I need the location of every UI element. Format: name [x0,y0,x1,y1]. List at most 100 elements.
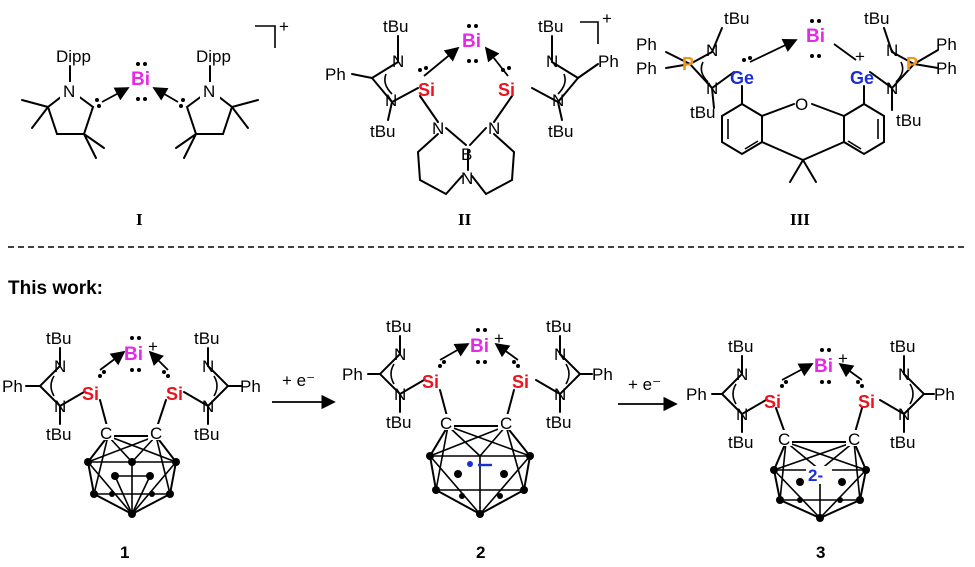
atom-n: N [461,169,473,188]
label-dipp: Dipp [196,47,231,66]
charge-plus-I: + [279,17,289,36]
label-tbu: tBu [728,337,754,356]
atom-si: Si [422,372,439,392]
label-ph: Ph [936,59,957,78]
reagent-electron-1: + e⁻ [282,371,315,390]
label-tbu: tBu [890,337,916,356]
atom-n: N [554,385,566,404]
label-tbu: tBu [690,103,716,122]
atom-c: C [778,430,790,449]
reaction-arrow-2: + e⁻ [618,375,678,412]
atom-n: N [898,405,910,424]
label-ph: Ph [342,365,363,384]
label-tbu: tBu [386,413,412,432]
atom-n: N [202,397,214,416]
compound-1: C C tBu tBu tBu tBu Ph Ph N N N N Si Si … [2,329,261,562]
atom-c: C [150,424,162,443]
compound-III: tBu tBu tBu tBu Ph Ph Ph Ph P P N N N N … [636,9,957,229]
atom-ge: Ge [730,68,754,88]
label-ph: Ph [240,377,261,396]
compound-label-II: II [458,210,472,229]
label-tbu: tBu [46,425,72,444]
atom-n: N [736,405,748,424]
atom-n: N [385,91,397,110]
compound-II: + tBu tBu tBu tBu Ph Ph N N N N Si Si N … [325,9,619,229]
atom-n: N [54,357,66,376]
charge-plus-III: + [855,47,865,66]
label-tbu: tBu [896,111,922,130]
atom-bi: Bi [131,69,150,90]
label-tbu: tBu [546,317,572,336]
label-tbu: tBu [864,9,890,28]
atom-n: N [886,79,898,98]
atom-bi: Bi [814,356,833,377]
label-ph: Ph [636,59,657,78]
atom-n: N [706,41,718,60]
reaction-arrow-1: + e⁻ [272,371,336,410]
atom-n: N [63,82,75,101]
label-tbu: tBu [548,122,574,141]
atom-n: N [488,119,500,138]
compound-label-3: 3 [816,543,825,562]
compound-label-III: III [790,210,810,229]
atom-n: N [54,397,66,416]
atom-bi: Bi [470,336,489,357]
atom-c: C [500,414,512,433]
atom-n: N [394,345,406,364]
atom-n: N [203,82,215,101]
atom-n: N [546,52,558,71]
atom-n: N [886,41,898,60]
label-tbu: tBu [46,329,72,348]
label-tbu: tBu [890,433,916,452]
atom-n: N [706,79,718,98]
atom-c: C [100,424,112,443]
label-tbu: tBu [383,17,409,36]
atom-b: B [461,145,472,164]
label-ph: Ph [592,365,613,384]
label-dipp: Dipp [56,47,91,66]
atom-o: O [795,95,808,114]
atom-si: Si [512,372,529,392]
atom-si: Si [858,392,875,412]
charge-plus-2: + [494,329,504,348]
compound-I: + N N Dipp Dipp Bi I [21,17,289,229]
label-tbu: tBu [724,9,750,28]
atom-bi: Bi [462,31,481,52]
atom-c: C [848,430,860,449]
atom-si: Si [82,384,99,404]
atom-n: N [554,345,566,364]
atom-si: Si [764,392,781,412]
compound-2: C C tBu tBu tBu tBu Ph Ph N N N N Si Si … [342,317,613,562]
atom-n: N [392,52,404,71]
compound-3: 2- C C tBu tBu tBu tBu Ph Ph N N N N Si … [686,337,955,562]
label-ph: Ph [686,385,707,404]
label-tbu: tBu [194,329,220,348]
label-ph: Ph [2,377,23,396]
atom-n: N [202,357,214,376]
atom-n: N [736,365,748,384]
label-ph: Ph [598,52,619,71]
compound-label-I: I [136,210,143,229]
charge-plus-II: + [602,9,612,28]
atom-n: N [898,365,910,384]
atom-c: C [440,414,452,433]
atom-n: N [394,385,406,404]
label-tbu: tBu [194,425,220,444]
atom-si: Si [166,384,183,404]
atom-n: N [552,91,564,110]
atom-bi: Bi [124,344,143,365]
label-ph: Ph [636,35,657,54]
label-tbu: tBu [728,433,754,452]
label-tbu: tBu [546,413,572,432]
atom-n: N [432,119,444,138]
label-ph: Ph [936,35,957,54]
charge-dianion-3: 2- [808,466,823,485]
atom-p: P [906,54,918,74]
compound-label-2: 2 [476,543,485,562]
atom-ge: Ge [850,68,874,88]
compound-label-1: 1 [120,543,129,562]
atom-si: Si [418,80,435,100]
label-tbu: tBu [386,317,412,336]
atom-p: P [682,54,694,74]
